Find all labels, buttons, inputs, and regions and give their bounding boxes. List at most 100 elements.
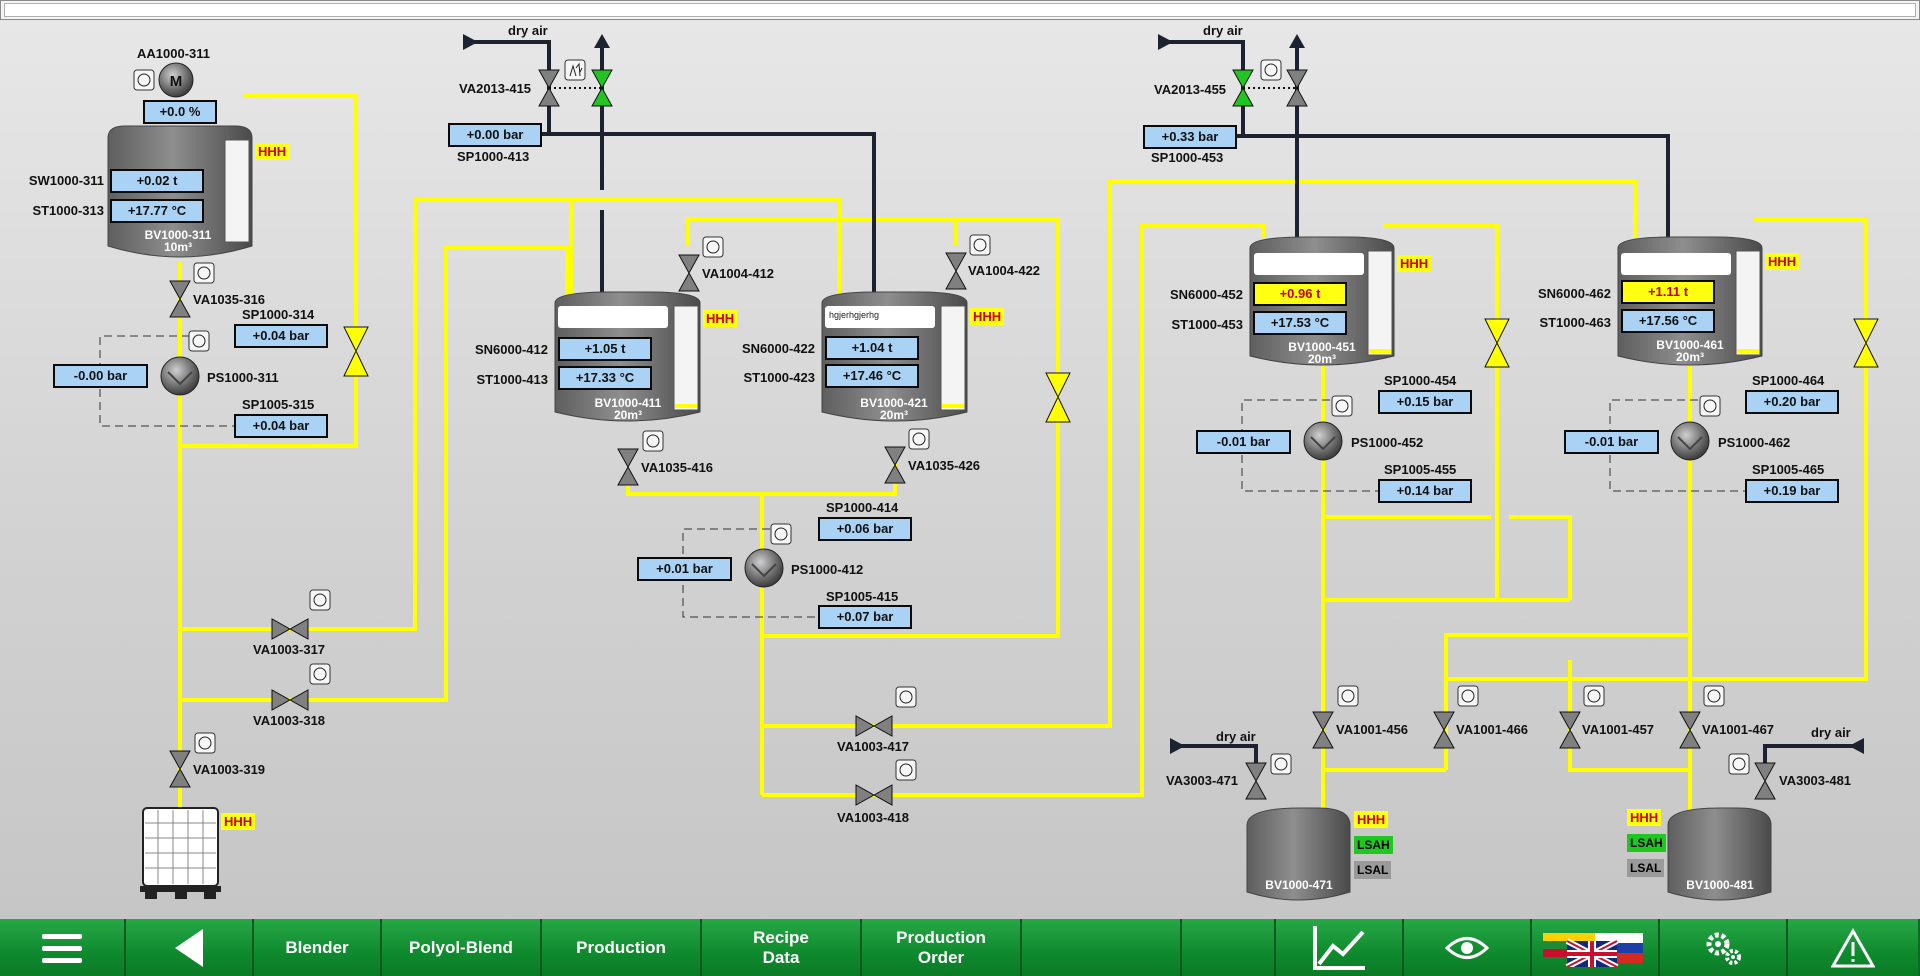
valve-va2013-455-right[interactable] — [1286, 69, 1308, 107]
valve-va3003-471[interactable] — [1245, 762, 1267, 800]
nav-empty-2[interactable] — [1182, 919, 1276, 976]
tag-sp1005-315: SP1005-315 — [242, 397, 315, 412]
settings-button[interactable] — [1660, 919, 1788, 976]
back-button[interactable] — [126, 919, 254, 976]
tag-sp1005-465: SP1005-465 — [1752, 462, 1825, 477]
tank-label-bv1000-461: BV1000-461 — [1656, 338, 1724, 352]
auto-icon — [1703, 685, 1725, 707]
tag-va1004-422: VA1004-422 — [968, 263, 1041, 278]
tag-va1035-426: VA1035-426 — [908, 458, 981, 473]
alarm-button[interactable] — [1788, 919, 1918, 976]
tag-sp1000-453: SP1000-453 — [1151, 150, 1224, 165]
value-st1000-463: +17.56 °C — [1621, 309, 1715, 333]
value-st1000-453: +17.53 °C — [1253, 311, 1347, 335]
valve-va1001-467[interactable] — [1679, 711, 1701, 749]
alarm-lsah-481: LSAH — [1627, 834, 1666, 852]
value-sp1000-454: +0.15 bar — [1378, 390, 1472, 414]
nav-production-order[interactable]: Production Order — [862, 919, 1022, 976]
check-valve-left[interactable] — [343, 326, 369, 377]
pump-mode-icon — [1331, 395, 1353, 417]
check-valve-center[interactable] — [1045, 372, 1071, 423]
valve-va1003-317[interactable] — [271, 618, 309, 640]
valve-va1003-418[interactable] — [855, 784, 893, 806]
alarm-hhh-481: HHH — [1627, 809, 1662, 826]
value-st1000-423: +17.46 °C — [825, 364, 919, 388]
value-st1000-413: +17.33 °C — [558, 366, 652, 390]
pump-ps1000-412[interactable] — [744, 548, 784, 588]
pump-ps1000-452[interactable] — [1303, 421, 1343, 461]
pump-mode-icon — [1699, 395, 1721, 417]
check-valve-451[interactable] — [1484, 318, 1510, 368]
valve-va1003-417[interactable] — [855, 715, 893, 737]
valve-va1004-422[interactable] — [945, 252, 967, 290]
tag-sp1005-455: SP1005-455 — [1384, 462, 1457, 477]
back-arrow-icon — [175, 928, 203, 967]
tank-label-bv1000-411: BV1000-411 — [594, 396, 662, 410]
valve-va1001-456[interactable] — [1312, 711, 1334, 749]
auto-icon — [194, 732, 216, 754]
valves[interactable] — [169, 69, 1879, 806]
check-valve-461[interactable] — [1853, 318, 1879, 368]
valve-va1003-319[interactable] — [169, 750, 191, 788]
tag-sp1005-415: SP1005-415 — [826, 589, 899, 604]
value-sp1005-455: +0.14 bar — [1378, 479, 1472, 503]
alarm-lsal-481: LSAL — [1627, 859, 1665, 877]
tag-ps1000-462: PS1000-462 — [1718, 435, 1791, 450]
nav-blender[interactable]: Blender — [254, 919, 382, 976]
alarm-hhh-461: HHH — [1765, 253, 1800, 270]
valve-va1035-416[interactable] — [617, 448, 639, 486]
language-button[interactable] — [1532, 919, 1660, 976]
nav-empty-1[interactable] — [1022, 919, 1182, 976]
pump-ps1000-462[interactable] — [1670, 421, 1710, 461]
mode-icons[interactable] — [133, 59, 1750, 781]
nav-production[interactable]: Production — [542, 919, 702, 976]
bottom-navigation: Blender Polyol-Blend Production Recipe D… — [0, 919, 1920, 976]
tag-st1000-423: ST1000-423 — [743, 370, 815, 385]
air-arrows — [463, 34, 1864, 754]
hamburger-menu-icon — [42, 933, 82, 963]
valve-va1004-412[interactable] — [678, 254, 700, 292]
tag-va1003-418: VA1003-418 — [837, 810, 910, 825]
tag-dry-air-455: dry air — [1203, 23, 1243, 38]
value-ps1000-311: -0.00 bar — [53, 364, 148, 388]
valve-va1003-318[interactable] — [271, 689, 309, 711]
alarm-hhh-471: HHH — [1354, 811, 1389, 828]
valve-va3003-481[interactable] — [1754, 762, 1776, 800]
nav-recipe-data[interactable]: Recipe Data — [702, 919, 862, 976]
ibc-container[interactable] — [140, 807, 221, 899]
tag-sn6000-412: SN6000-412 — [475, 342, 548, 357]
value-sp1000-464: +0.20 bar — [1745, 390, 1839, 414]
value-sp1005-415: +0.07 bar — [818, 605, 912, 629]
tag-dry-air-481: dry air — [1811, 725, 1851, 740]
tank-label-bv1000-471: BV1000-471 — [1265, 878, 1333, 892]
trend-chart-icon — [1313, 925, 1365, 970]
nav-order-line2: Order — [917, 947, 965, 967]
pump-mode-icon — [770, 523, 792, 545]
auto-icon — [1260, 59, 1282, 81]
valve-va2013-415-right[interactable] — [591, 69, 613, 107]
valve-va1001-466[interactable] — [1433, 711, 1455, 749]
valve-va1035-316[interactable] — [169, 280, 191, 318]
value-sp1005-465: +0.19 bar — [1745, 479, 1839, 503]
alarm-hhh-411: HHH — [703, 310, 738, 327]
pump-ps1000-311[interactable] — [160, 356, 200, 396]
value-st1000-313: +17.77 °C — [110, 199, 204, 223]
tank-bv1000-481[interactable] — [1667, 807, 1772, 901]
auto-icon — [895, 759, 917, 781]
trend-button[interactable] — [1276, 919, 1404, 976]
auto-icon — [908, 428, 930, 450]
tank-bv1000-471[interactable] — [1246, 807, 1351, 901]
tag-sp1000-414: SP1000-414 — [826, 500, 899, 515]
value-ps1000-452: -0.01 bar — [1196, 430, 1291, 454]
alarm-hhh-451: HHH — [1397, 255, 1432, 272]
menu-button[interactable] — [0, 919, 126, 976]
valve-va1001-457[interactable] — [1559, 711, 1581, 749]
nav-polyol-blend[interactable]: Polyol-Blend — [382, 919, 542, 976]
view-button[interactable] — [1404, 919, 1532, 976]
valve-va1035-426[interactable] — [884, 446, 906, 484]
tag-sn6000-462: SN6000-462 — [1538, 286, 1611, 301]
motor-aa1000-311[interactable]: M — [158, 62, 194, 98]
tag-va1003-317: VA1003-317 — [253, 642, 326, 657]
tank-volume-311: 10m³ — [163, 240, 192, 254]
tag-va1003-318: VA1003-318 — [253, 713, 326, 728]
